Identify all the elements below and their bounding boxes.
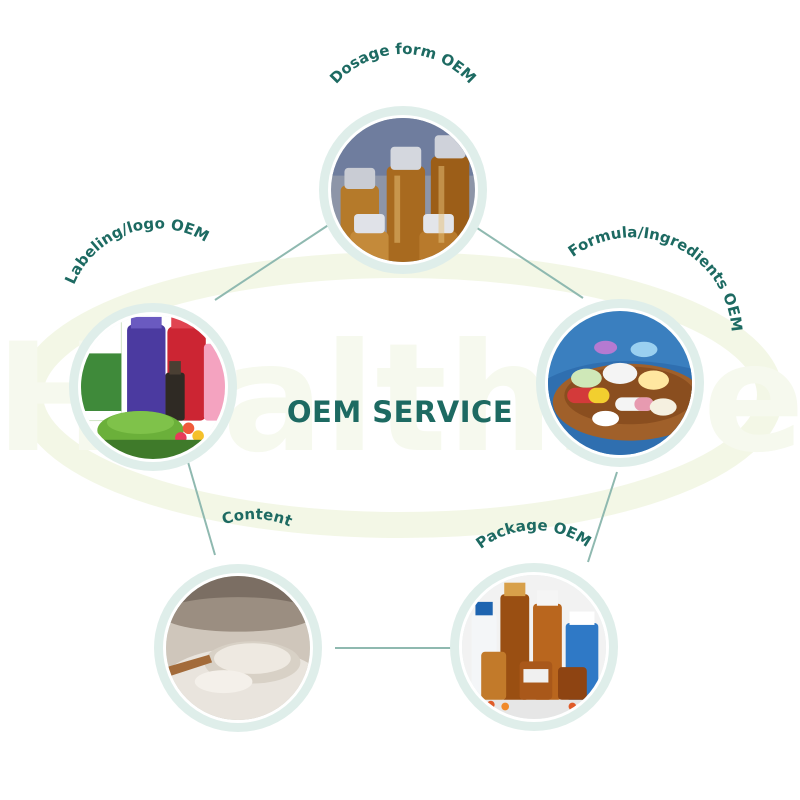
products-illustration [81,315,225,459]
pills-illustration [548,311,692,455]
node-content [154,564,322,732]
diagram-title: OEM SERVICE [286,395,514,429]
powder-illustration [166,576,310,720]
label-dosage-form: Dosage form OEM [326,40,479,87]
label-formula-ingredients: Formula/Ingredients OEM [565,223,746,332]
supplement-bottles-photo [459,572,609,722]
connector-formula-package [587,471,618,563]
node-package [450,563,618,731]
label-labeling-logo: Labeling/logo OEM [61,214,212,286]
pills-on-wooden-spoon-photo [545,308,695,458]
powder-on-spoon-photo [163,573,313,723]
bottles-illustration [462,575,606,719]
connector-dosage-formula [467,221,584,299]
node-formula-ingredients [536,299,704,467]
connector-content-labeling [187,461,216,556]
label-content: Content [220,505,295,530]
node-dosage-form [319,106,487,274]
connector-labeling-dosage [214,221,334,301]
label-package: Package OEM [473,516,595,552]
node-labeling-logo [69,303,237,471]
branded-supplement-products-photo [78,312,228,462]
